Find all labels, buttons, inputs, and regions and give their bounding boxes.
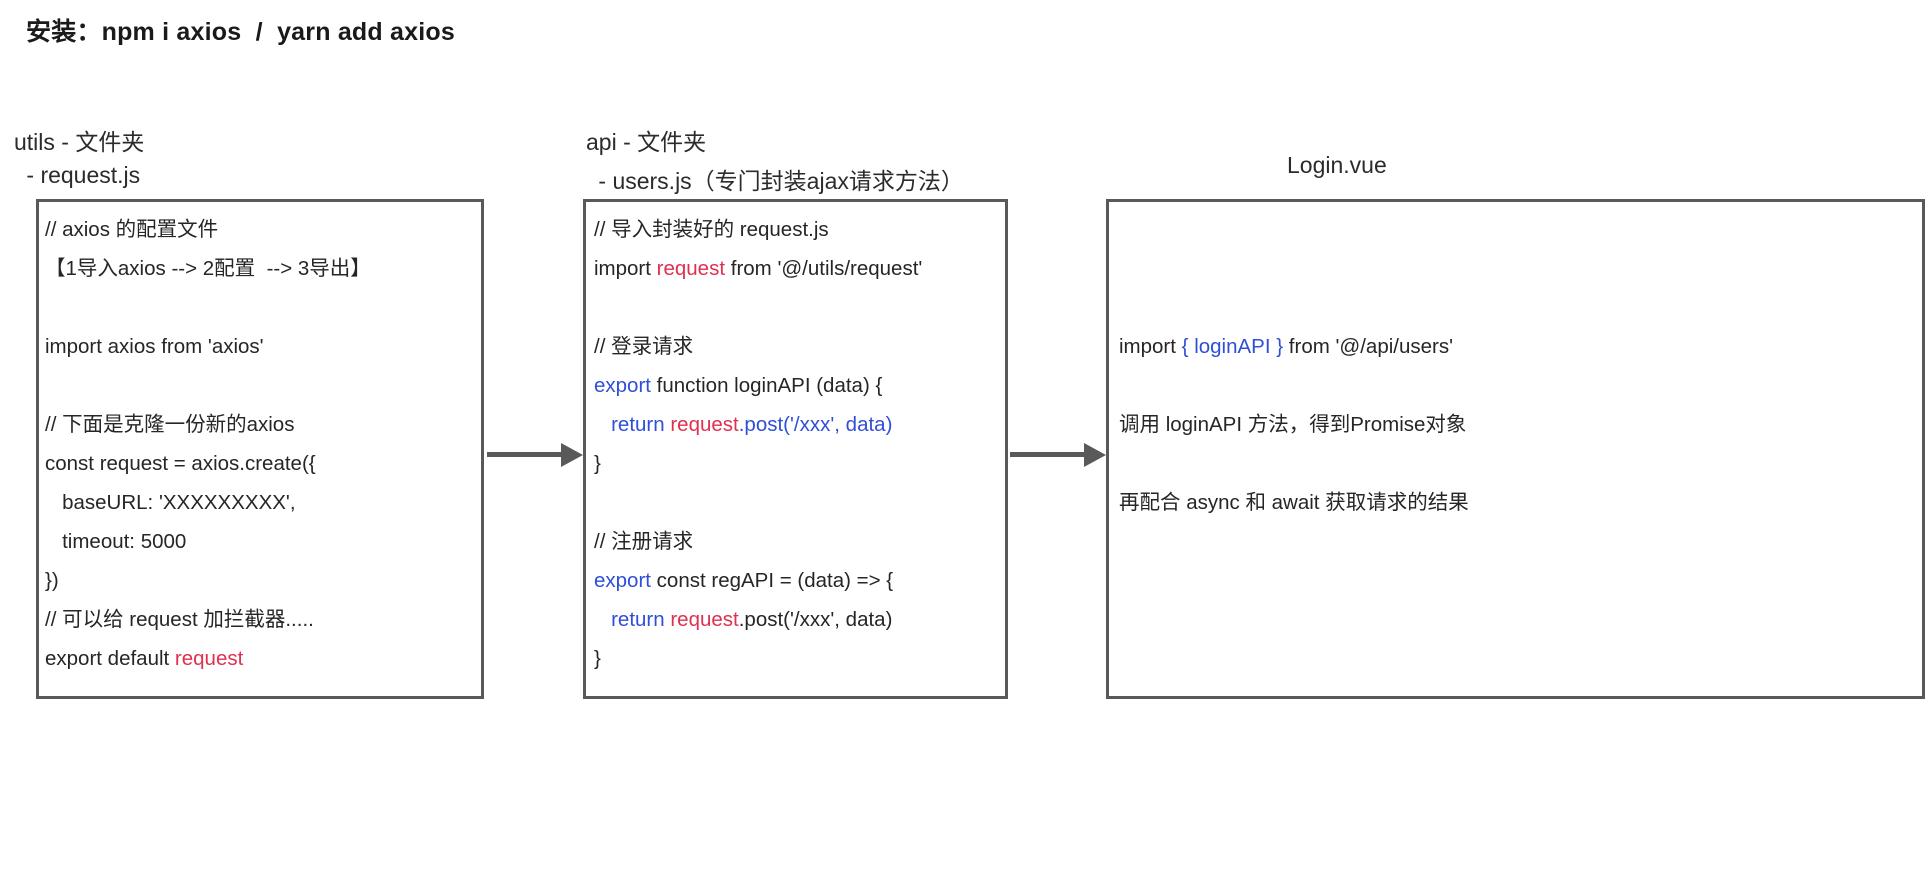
code-line (1109, 366, 1922, 405)
code-line: 调用 loginAPI 方法，得到Promise对象 (1109, 405, 1922, 444)
code-line: // 导入封装好的 request.js (586, 210, 1005, 249)
arrow-utils-to-api (487, 443, 583, 467)
code-line: 再配合 async 和 await 获取请求的结果 (1109, 483, 1922, 522)
code-token: from '@/utils/request' (725, 257, 923, 280)
code-token: 再配合 async 和 await 获取请求的结果 (1119, 491, 1469, 514)
column-heading-login: Login.vue (1287, 152, 1387, 178)
arrow-head-icon (1084, 443, 1106, 467)
code-line: timeout: 5000 (39, 522, 481, 561)
code-line (586, 483, 1005, 522)
column-heading-utils: utils - 文件夹 (14, 129, 145, 155)
code-token: function loginAPI (data) { (650, 374, 883, 397)
code-token: request (670, 608, 739, 631)
code-token: baseURL: 'XXXXXXXXX', (45, 491, 296, 514)
code-token: // 可以给 request 加拦截器..... (45, 608, 314, 631)
code-token: export (594, 569, 651, 592)
code-token: // 下面是克隆一份新的axios (45, 413, 295, 436)
code-line: baseURL: 'XXXXXXXXX', (39, 483, 481, 522)
code-line: // 下面是克隆一份新的axios (39, 405, 481, 444)
code-token: 调用 loginAPI 方法，得到Promise对象 (1119, 413, 1467, 436)
code-line: // 可以给 request 加拦截器..... (39, 600, 481, 639)
code-line (39, 366, 481, 405)
page-title: 安装：npm i axios / yarn add axios (26, 18, 455, 46)
code-line: import request from '@/utils/request' (586, 249, 1005, 288)
code-line (1109, 249, 1922, 288)
code-token: import (1119, 335, 1182, 358)
code-line: export const regAPI = (data) => { (586, 561, 1005, 600)
column-heading-api: api - 文件夹 (586, 129, 707, 155)
code-token: { loginAPI } (1181, 335, 1284, 358)
code-token: } (594, 452, 601, 475)
code-token: return (594, 608, 671, 631)
code-line (1109, 210, 1922, 249)
code-line: // 注册请求 (586, 522, 1005, 561)
code-token: timeout: 5000 (45, 530, 187, 553)
code-token: from '@/api/users' (1283, 335, 1454, 358)
code-token: // 登录请求 (594, 335, 694, 358)
code-token: import (594, 257, 657, 280)
arrow-api-to-login (1010, 443, 1106, 467)
code-line: import { loginAPI } from '@/api/users' (1109, 327, 1922, 366)
code-line: // axios 的配置文件 (39, 210, 481, 249)
arrow-shaft (1010, 452, 1084, 457)
code-box-request-js: // axios 的配置文件【1导入axios --> 2配置 --> 3导出】… (36, 199, 484, 699)
code-line (586, 288, 1005, 327)
arrow-shaft (487, 452, 561, 457)
code-token: export default (45, 647, 175, 670)
code-token: request (656, 257, 726, 280)
code-line (39, 288, 481, 327)
code-box-users-js: // 导入封装好的 request.js import request from … (583, 199, 1008, 699)
code-token: }) (45, 569, 59, 592)
code-line: } (586, 639, 1005, 678)
code-token: request (670, 413, 739, 436)
code-token: request (174, 647, 244, 670)
code-token: export (594, 374, 651, 397)
code-token: return (594, 413, 671, 436)
code-line: return request.post('/xxx', data) (586, 600, 1005, 639)
code-line: import axios from 'axios' (39, 327, 481, 366)
code-token: .post('/xxx', data) (738, 413, 893, 436)
code-token: .post('/xxx', data) (738, 608, 893, 631)
code-token: 【1导入axios --> 2配置 --> 3导出】 (45, 257, 371, 280)
code-token: const request = axios.create({ (45, 452, 316, 475)
code-token: // axios 的配置文件 (45, 218, 219, 241)
code-line: // 登录请求 (586, 327, 1005, 366)
code-token: // 注册请求 (594, 530, 694, 553)
code-token: const regAPI = (data) => { (650, 569, 894, 592)
code-line (1109, 444, 1922, 483)
column-subheading-api: - users.js（专门封装ajax请求方法） (592, 168, 964, 194)
code-line: return request.post('/xxx', data) (586, 405, 1005, 444)
code-line: const request = axios.create({ (39, 444, 481, 483)
code-token: } (594, 647, 601, 670)
code-token: // 导入封装好的 request.js (594, 218, 829, 241)
code-line: 【1导入axios --> 2配置 --> 3导出】 (39, 249, 481, 288)
code-line: } (586, 444, 1005, 483)
code-line: export function loginAPI (data) { (586, 366, 1005, 405)
code-line: }) (39, 561, 481, 600)
code-box-login-vue: import { loginAPI } from '@/api/users' 调… (1106, 199, 1925, 699)
code-line: export default request (39, 639, 481, 678)
code-token: import axios from 'axios' (45, 335, 264, 358)
column-subheading-utils: - request.js (20, 162, 141, 188)
arrow-head-icon (561, 443, 583, 467)
code-line (1109, 288, 1922, 327)
